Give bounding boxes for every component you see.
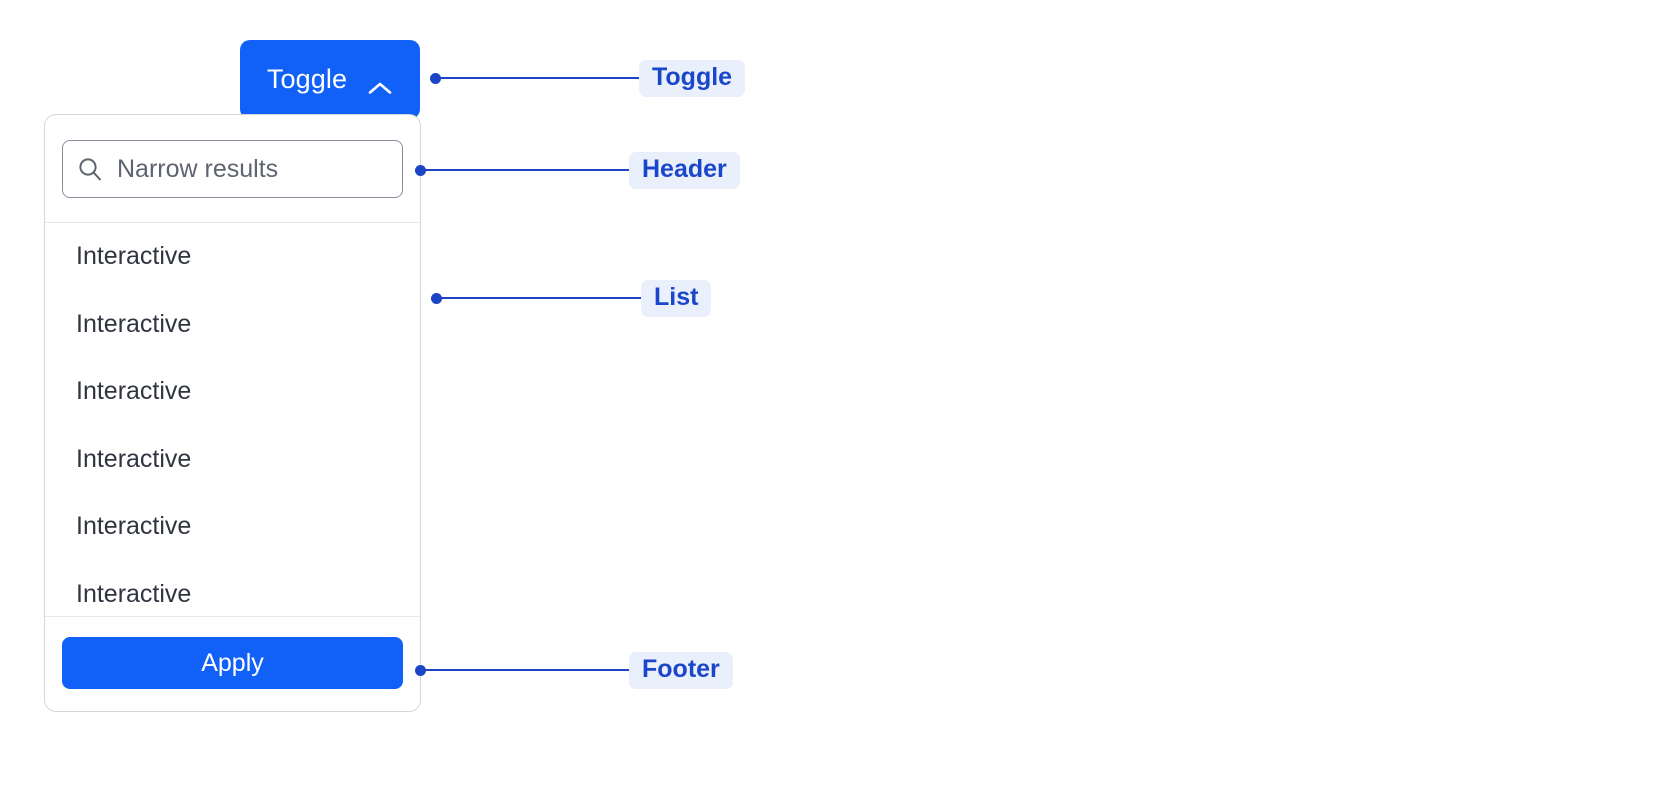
callout-line: [425, 169, 629, 171]
search-input[interactable]: [117, 154, 388, 184]
dropdown-panel: Interactive Interactive Interactive Inte…: [44, 114, 421, 712]
list-item[interactable]: Interactive: [76, 309, 192, 338]
list-item[interactable]: Interactive: [76, 377, 192, 406]
list-item[interactable]: Interactive: [76, 512, 192, 541]
callout-dot: [415, 164, 426, 176]
dropdown-list: Interactive Interactive Interactive Inte…: [45, 223, 420, 616]
callout-footer: Footer: [415, 651, 733, 689]
callout-label: Footer: [629, 651, 733, 689]
toggle-button-label: Toggle: [266, 64, 348, 94]
list-item[interactable]: Interactive: [76, 444, 192, 473]
toggle-button[interactable]: Toggle: [240, 40, 420, 119]
callout-line: [441, 297, 641, 299]
callout-line: [440, 77, 639, 79]
chevron-up-icon: [367, 72, 393, 94]
callout-label: Toggle: [639, 59, 746, 97]
callout-label: Header: [629, 151, 740, 189]
callout-label: List: [641, 279, 712, 317]
callout-header: Header: [415, 151, 740, 189]
apply-button[interactable]: Apply: [62, 637, 403, 689]
search-box[interactable]: [62, 140, 403, 198]
dropdown-footer: Apply: [45, 616, 420, 711]
callout-dot: [430, 72, 441, 84]
callout-list: List: [431, 279, 712, 317]
callout-toggle: Toggle: [430, 59, 746, 97]
callout-line: [425, 669, 629, 671]
callout-dot: [431, 292, 442, 304]
callout-dot: [415, 664, 426, 676]
dropdown-header: [45, 115, 420, 223]
list-item[interactable]: Interactive: [76, 579, 192, 608]
list-item[interactable]: Interactive: [76, 242, 192, 271]
search-icon: [77, 156, 103, 182]
